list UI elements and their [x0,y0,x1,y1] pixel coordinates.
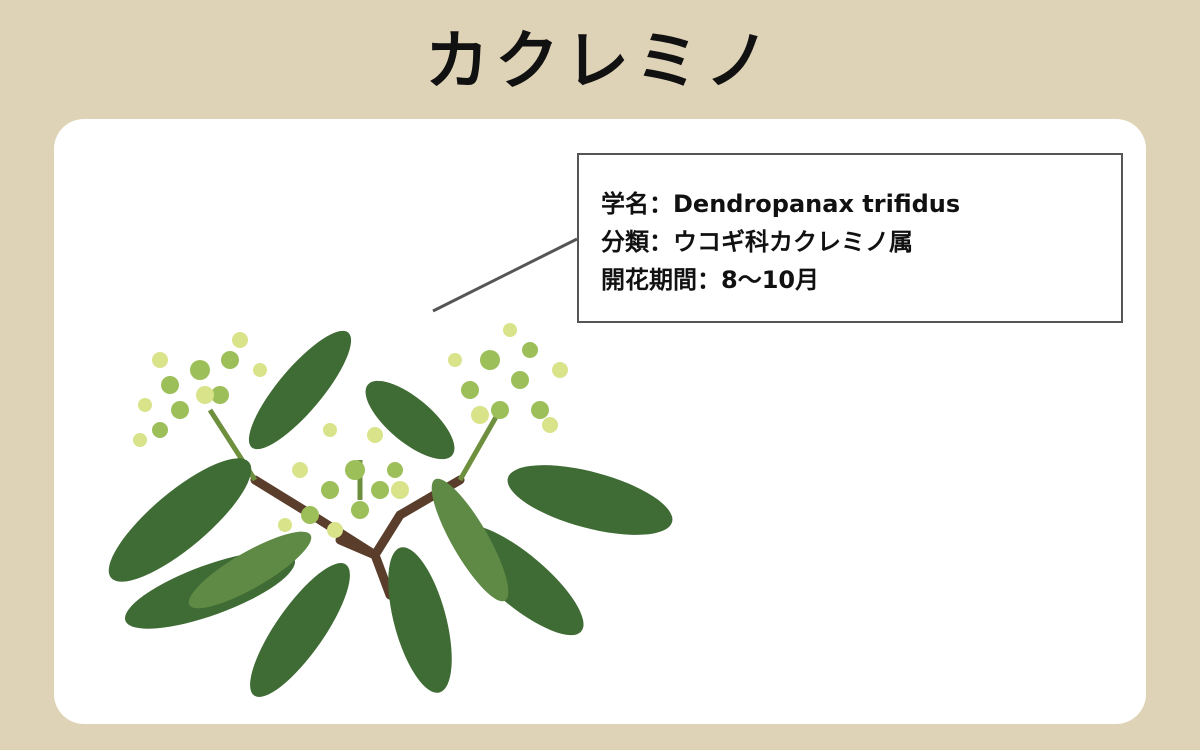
classification: 分類：ウコギ科カクレミノ属 [601,228,913,256]
scientific-name: 学名：Dendropanax trifidus [601,190,961,218]
flowering-period: 開花期間：8〜10月 [601,266,820,294]
info-box: 学名：Dendropanax trifidus 分類：ウコギ科カクレミノ属 開花… [577,153,1123,323]
page-title: カクレミノ [425,25,775,99]
plant-illustration [108,323,673,697]
